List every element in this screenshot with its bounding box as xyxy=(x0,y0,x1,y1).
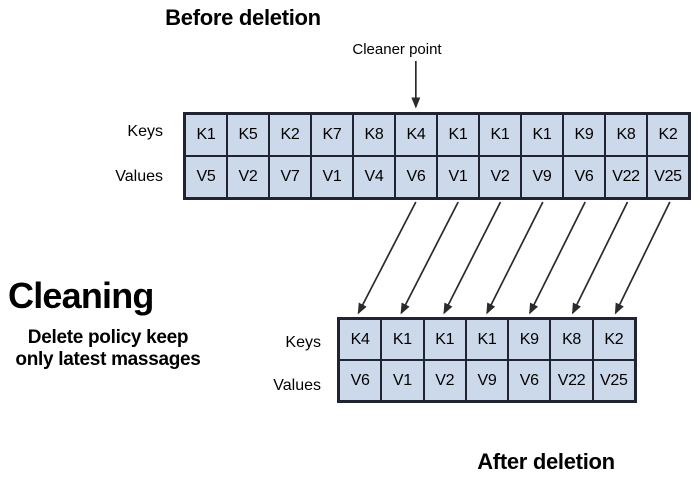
after-key-cell: K9 xyxy=(508,319,551,360)
after-value-cell: V25 xyxy=(592,360,635,401)
before-key-cell: K5 xyxy=(227,114,269,156)
after-value-cell: V9 xyxy=(465,360,509,401)
before-key-cell: K4 xyxy=(395,114,437,156)
before-value-cell: V7 xyxy=(269,156,311,198)
after-keys-label: Keys xyxy=(285,334,321,351)
after-key-cell: K1 xyxy=(465,319,509,360)
retained-message-arrow xyxy=(400,201,459,315)
after-key-cell: K2 xyxy=(592,319,635,360)
before-value-cell: V9 xyxy=(521,156,563,198)
before-deletion-title: Before deletion xyxy=(165,5,321,30)
before-key-cell: K2 xyxy=(647,114,689,156)
before-key-cell: K8 xyxy=(353,114,395,156)
before-value-cell: V2 xyxy=(227,156,269,198)
before-value-cell: V22 xyxy=(605,156,647,198)
after-key-cell: K8 xyxy=(550,319,593,360)
cleaning-heading: Cleaning xyxy=(8,275,154,316)
before-values-label: Values xyxy=(115,168,163,185)
after-key-cell: K4 xyxy=(339,319,382,360)
cleaning-subtitle: Delete policy keep only latest massages xyxy=(8,327,208,371)
cleaner-point-label: Cleaner point xyxy=(352,41,442,58)
before-key-cell: K1 xyxy=(521,114,563,156)
after-value-cell: V22 xyxy=(550,360,593,401)
before-key-cell: K7 xyxy=(311,114,353,156)
before-value-cell: V1 xyxy=(437,156,479,198)
after-value-cell: V2 xyxy=(423,360,466,401)
before-key-cell: K1 xyxy=(479,114,521,156)
before-value-cell: V2 xyxy=(479,156,521,198)
retained-message-arrow xyxy=(571,201,629,315)
after-value-cell: V6 xyxy=(339,360,382,401)
after-deletion-title: After deletion xyxy=(477,449,615,474)
before-key-cell: K9 xyxy=(563,114,605,156)
before-value-cell: V4 xyxy=(353,156,395,198)
before-key-cell: K8 xyxy=(605,114,647,156)
after-key-cell: K1 xyxy=(381,319,424,360)
retained-message-arrow xyxy=(529,201,586,315)
before-key-cell: K1 xyxy=(437,114,479,156)
before-value-cell: V1 xyxy=(311,156,353,198)
before-keys-label: Keys xyxy=(127,123,163,140)
retained-message-arrow xyxy=(614,201,671,315)
cleaning-subtitle-line1: Delete policy keep xyxy=(27,327,189,348)
before-key-cell: K1 xyxy=(185,114,227,156)
before-value-cell: V5 xyxy=(185,156,227,198)
retained-message-arrow xyxy=(443,201,502,315)
before-value-cell: V6 xyxy=(563,156,605,198)
after-value-cell: V6 xyxy=(508,360,551,401)
after-value-cell: V1 xyxy=(381,360,424,401)
before-value-cell: V25 xyxy=(647,156,689,198)
retained-message-arrow xyxy=(486,201,544,315)
after-key-cell: K1 xyxy=(423,319,466,360)
before-key-cell: K2 xyxy=(269,114,311,156)
after-values-label: Values xyxy=(273,377,321,394)
before-value-cell: V6 xyxy=(395,156,437,198)
cleaning-subtitle-line2: only latest massages xyxy=(15,349,201,371)
retained-message-arrow xyxy=(357,201,417,315)
